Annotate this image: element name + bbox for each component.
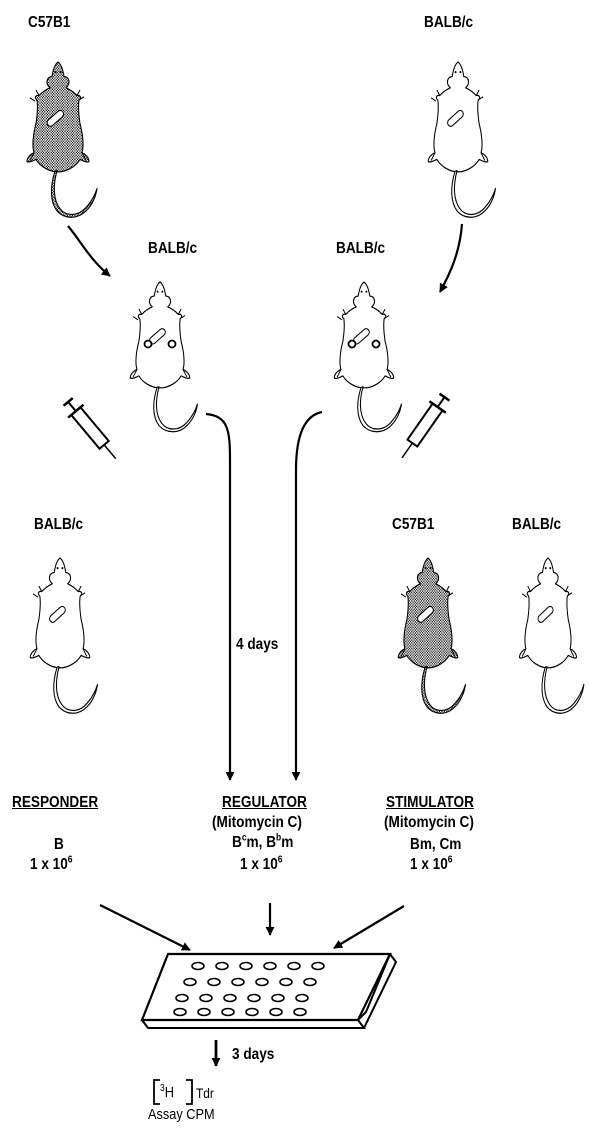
responder-title: RESPONDER bbox=[12, 794, 98, 812]
mouse-balbc-stimulator bbox=[519, 558, 583, 713]
label-strain-c57bl-stimulator: C57B1 bbox=[392, 516, 434, 534]
label-culture-interval: 3 days bbox=[232, 1046, 274, 1064]
arrow-regulator-from-left bbox=[206, 414, 230, 780]
isotope-bracket-right bbox=[186, 1080, 192, 1104]
arrow-regulator-from-right bbox=[296, 412, 322, 780]
responder-count: 1 x 106 bbox=[30, 856, 73, 874]
regulator-count: 1 x 106 bbox=[240, 856, 283, 874]
label-strain-balbc-stimulator: BALB/c bbox=[512, 516, 561, 534]
mouse-c57bl-donor bbox=[27, 62, 97, 217]
arrow-transfer-right bbox=[440, 224, 462, 292]
regulator-title: REGULATOR bbox=[222, 794, 307, 812]
label-strain-balbc-mid-left: BALB/c bbox=[148, 240, 197, 258]
syringe-icon-left bbox=[60, 396, 123, 466]
culture-plate bbox=[142, 954, 396, 1028]
stimulator-count: 1 x 106 bbox=[410, 856, 453, 874]
label-interval: 4 days bbox=[236, 636, 278, 654]
mouse-balbc-responder bbox=[30, 558, 97, 713]
responder-cells: B bbox=[54, 836, 64, 854]
label-isotope: 3H bbox=[160, 1084, 174, 1102]
mouse-c57bl-stimulator bbox=[398, 558, 465, 713]
arrow-stimulator-to-plate bbox=[334, 906, 404, 948]
arrow-responder-to-plate bbox=[100, 905, 190, 950]
mouse-balbc-donor bbox=[428, 62, 495, 217]
label-strain-c57bl-top: C57B1 bbox=[28, 14, 70, 32]
label-compound: Tdr bbox=[196, 1084, 214, 1102]
mouse-balbc-recipient-left bbox=[130, 282, 197, 432]
label-strain-balbc-responder: BALB/c bbox=[34, 516, 83, 534]
stimulator-title: STIMULATOR bbox=[386, 794, 474, 812]
label-strain-balbc-top: BALB/c bbox=[424, 14, 473, 32]
arrow-transfer-left bbox=[68, 226, 110, 276]
label-strain-balbc-mid-right: BALB/c bbox=[336, 240, 385, 258]
regulator-cells: Bcm, Bbm bbox=[232, 834, 293, 852]
label-assay: Assay CPM bbox=[148, 1106, 215, 1124]
stimulator-treatment: (Mitomycin C) bbox=[384, 814, 474, 832]
syringe-icon-right bbox=[394, 391, 453, 463]
stimulator-cells: Bm, Cm bbox=[410, 836, 461, 854]
mouse-balbc-recipient-right bbox=[334, 282, 401, 432]
regulator-treatment: (Mitomycin C) bbox=[212, 814, 302, 832]
